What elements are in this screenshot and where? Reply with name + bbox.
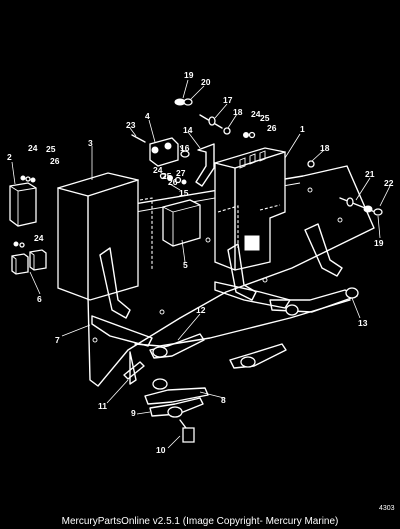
lever-arms [129, 333, 287, 418]
callout-17: 17 [223, 95, 233, 105]
callout-6: 6 [37, 294, 42, 304]
callout-13: 13 [358, 318, 368, 328]
fasteners [13, 98, 383, 248]
callout-labels: 1 2 3 4 5 6 7 8 9 10 11 12 13 14 15 16 1… [7, 70, 394, 455]
electrical-box-cover [57, 172, 139, 301]
callout-18: 18 [320, 143, 330, 153]
callout-21: 21 [365, 169, 375, 179]
callout-22: 22 [384, 178, 394, 188]
small-block-lower-pair [11, 249, 47, 275]
callout-5: 5 [183, 260, 188, 270]
callout-3: 3 [88, 138, 93, 148]
control-module [214, 147, 286, 271]
shift-cable-rod [134, 299, 351, 347]
callout-25: 25 [260, 113, 270, 123]
callout-14: 14 [183, 125, 193, 135]
leader-lines [11, 79, 391, 449]
callout-24: 24 [251, 109, 261, 119]
callout-24: 24 [34, 233, 44, 243]
callout-8: 8 [221, 395, 226, 405]
callout-19: 19 [374, 238, 384, 248]
callout-26: 26 [267, 123, 277, 133]
callout-25: 25 [162, 171, 172, 181]
callout-12: 12 [196, 305, 206, 315]
switch-bracket [195, 143, 215, 187]
callout-16: 16 [180, 143, 190, 153]
callout-4: 4 [145, 111, 150, 121]
figure-number: 4303 [379, 505, 395, 512]
callout-1: 1 [300, 124, 305, 134]
callout-19: 19 [184, 70, 194, 80]
linkage-left [91, 247, 153, 347]
copyright-footer: MercuryPartsOnline v2.5.1 (Image Copyrig… [61, 516, 339, 527]
callout-7: 7 [55, 335, 60, 345]
callout-25: 25 [46, 144, 56, 154]
callout-26: 26 [50, 156, 60, 166]
callout-11: 11 [98, 401, 107, 411]
callout-2: 2 [7, 152, 12, 162]
callout-9: 9 [131, 408, 136, 418]
callout-23: 23 [126, 120, 136, 130]
small-block-upper [9, 182, 37, 227]
callout-26: 26 [168, 177, 178, 187]
callout-27: 27 [176, 168, 186, 178]
callout-24: 24 [28, 143, 38, 153]
linkage-right [214, 223, 359, 316]
callout-15: 15 [179, 188, 189, 198]
callout-10: 10 [156, 445, 166, 455]
callout-24: 24 [153, 165, 163, 175]
callout-18: 18 [233, 107, 243, 117]
control-knob [179, 419, 195, 443]
relay-bracket [139, 197, 201, 270]
callout-20: 20 [201, 77, 211, 87]
solenoid [149, 137, 179, 167]
